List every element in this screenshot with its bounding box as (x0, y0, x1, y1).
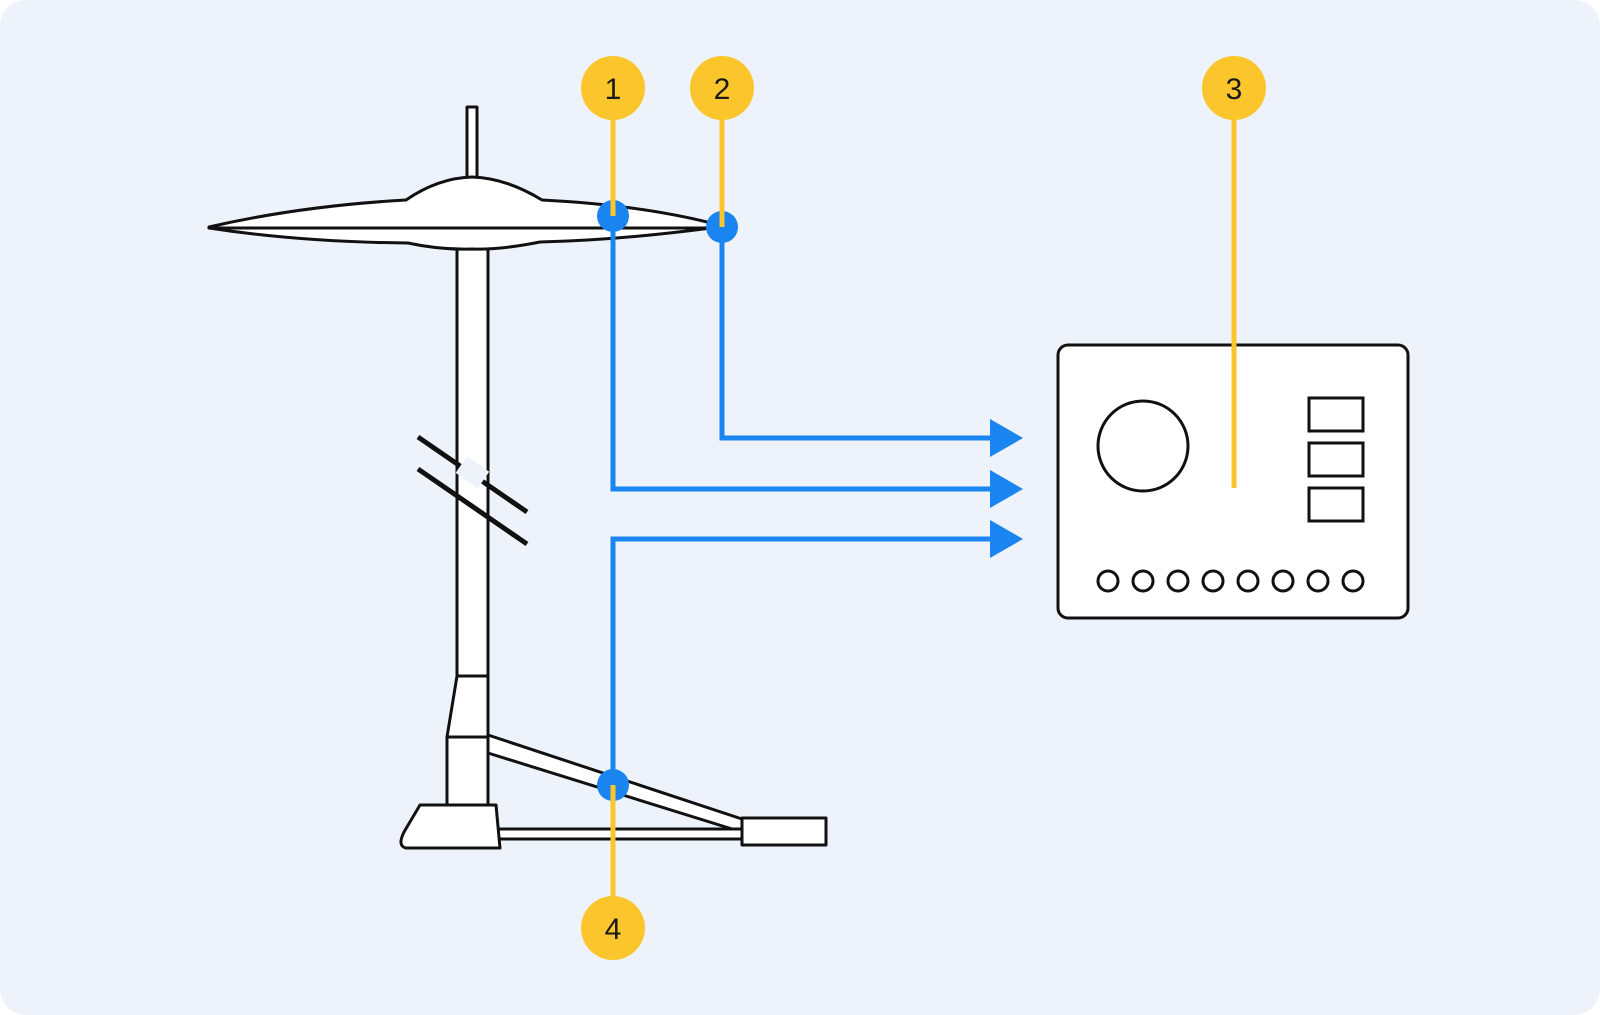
callout-4: 4 (581, 896, 645, 960)
signal-lines (610, 216, 995, 785)
pole-break-gap (455, 456, 490, 489)
pedal-base-bar (492, 827, 746, 841)
callout-3-badge (1202, 56, 1266, 120)
callout-1-badge (581, 56, 645, 120)
signal-line-1 (610, 216, 995, 492)
arrowhead-4 (990, 520, 1023, 558)
bottom-cymbal (207, 226, 713, 251)
top-cymbal (207, 175, 713, 230)
stand-pole (455, 241, 490, 678)
callout-1-label: 1 (605, 73, 622, 106)
arrowhead-2 (990, 419, 1023, 457)
stand-lower-block (445, 735, 490, 807)
callout-1: 1 (581, 56, 645, 120)
signal-line-4 (610, 536, 995, 785)
stand-lower-taper (445, 674, 490, 739)
arrowhead-1 (990, 470, 1023, 508)
callout-2-label: 2 (714, 73, 731, 106)
module-buttons (1307, 396, 1365, 523)
callout-4-badge (581, 896, 645, 960)
callout-2-badge (690, 56, 754, 120)
callout-4-label: 4 (605, 913, 622, 946)
callout-3: 3 (1202, 56, 1266, 120)
module-jack (1096, 569, 1120, 593)
module-jack (1131, 569, 1155, 593)
signal-line-2 (719, 227, 995, 441)
module-button (1307, 486, 1365, 523)
hihat-cymbals (207, 175, 713, 251)
module-jacks (1096, 569, 1365, 593)
clutch-rod (465, 105, 479, 181)
callout-3-label: 3 (1226, 73, 1243, 106)
module-button (1307, 396, 1365, 433)
module-jack (1236, 569, 1260, 593)
pedal-footplate (740, 816, 828, 847)
module-jack (1306, 569, 1330, 593)
module-jack (1166, 569, 1190, 593)
signal-arrowheads (990, 419, 1023, 558)
callout-2: 2 (690, 56, 754, 120)
stand-foot (399, 803, 502, 850)
module-jack (1271, 569, 1295, 593)
module-jack (1201, 569, 1225, 593)
module-knob (1096, 399, 1190, 493)
module-button (1307, 441, 1365, 478)
sensor-dots (597, 200, 738, 801)
module-jack (1341, 569, 1365, 593)
